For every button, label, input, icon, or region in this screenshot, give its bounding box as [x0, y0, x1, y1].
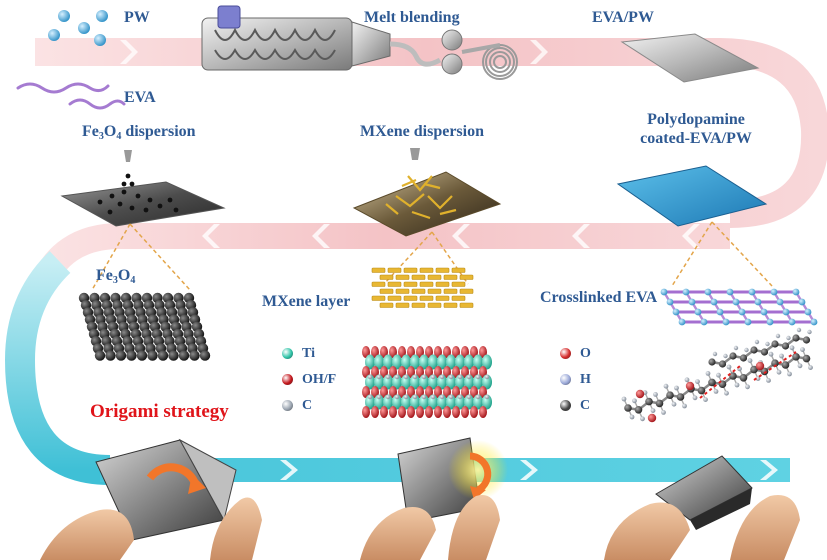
mxene-layer-stack	[371, 267, 474, 308]
origami-hand-left	[40, 438, 262, 560]
pw-label: PW	[124, 9, 150, 26]
crosslinked-eva-network	[660, 288, 818, 326]
eva-legend-label: C	[580, 398, 591, 413]
extruder-icon	[201, 5, 518, 80]
fe3o4-label: Fe3O4	[96, 267, 136, 286]
mxene-legend-swatch	[282, 374, 293, 385]
eva-legend-swatch	[560, 400, 571, 411]
mxene-legend-swatch	[282, 400, 293, 411]
eva-label: EVA	[124, 89, 156, 106]
mxene-dispersion-label: MXene dispersion	[360, 123, 484, 140]
origami-hand-right	[604, 455, 800, 560]
fe3o4-dispersion-label: Fe3O4 dispersion	[82, 123, 196, 142]
mxene-atomic-structure	[362, 346, 492, 418]
mxene-legend-label: Ti	[302, 346, 315, 361]
fe3o4-dispersion-sheet	[60, 150, 226, 227]
polydopamine-label: Polydopamine coated-EVA/PW	[640, 111, 752, 147]
eva-legend-swatch	[560, 348, 571, 359]
mxene-legend-label: C	[302, 398, 313, 413]
eva-pw-sheet	[620, 33, 760, 83]
eva-legend-label: H	[580, 372, 591, 387]
crosslinked-eva-label: Crosslinked EVA	[540, 289, 658, 306]
fe3o4-particle-grid	[78, 292, 211, 361]
mxene-layer-label: MXene layer	[262, 293, 351, 310]
molecular-chain	[621, 327, 813, 423]
mxene-dispersion-sheet	[352, 148, 502, 237]
polydopamine-sheet	[616, 165, 768, 227]
eva-pw-label: EVA/PW	[592, 9, 654, 26]
mxene-legend-swatch	[282, 348, 293, 359]
pw-spheres	[48, 10, 108, 46]
eva-legend-swatch	[560, 374, 571, 385]
origami-strategy-label: Origami strategy	[90, 401, 229, 422]
origami-hand-middle	[360, 437, 508, 560]
mxene-legend-label: OH/F	[302, 372, 337, 387]
melt-blending-label: Melt blending	[364, 9, 460, 26]
eva-legend-label: O	[580, 346, 591, 361]
eva-chains	[16, 82, 126, 110]
